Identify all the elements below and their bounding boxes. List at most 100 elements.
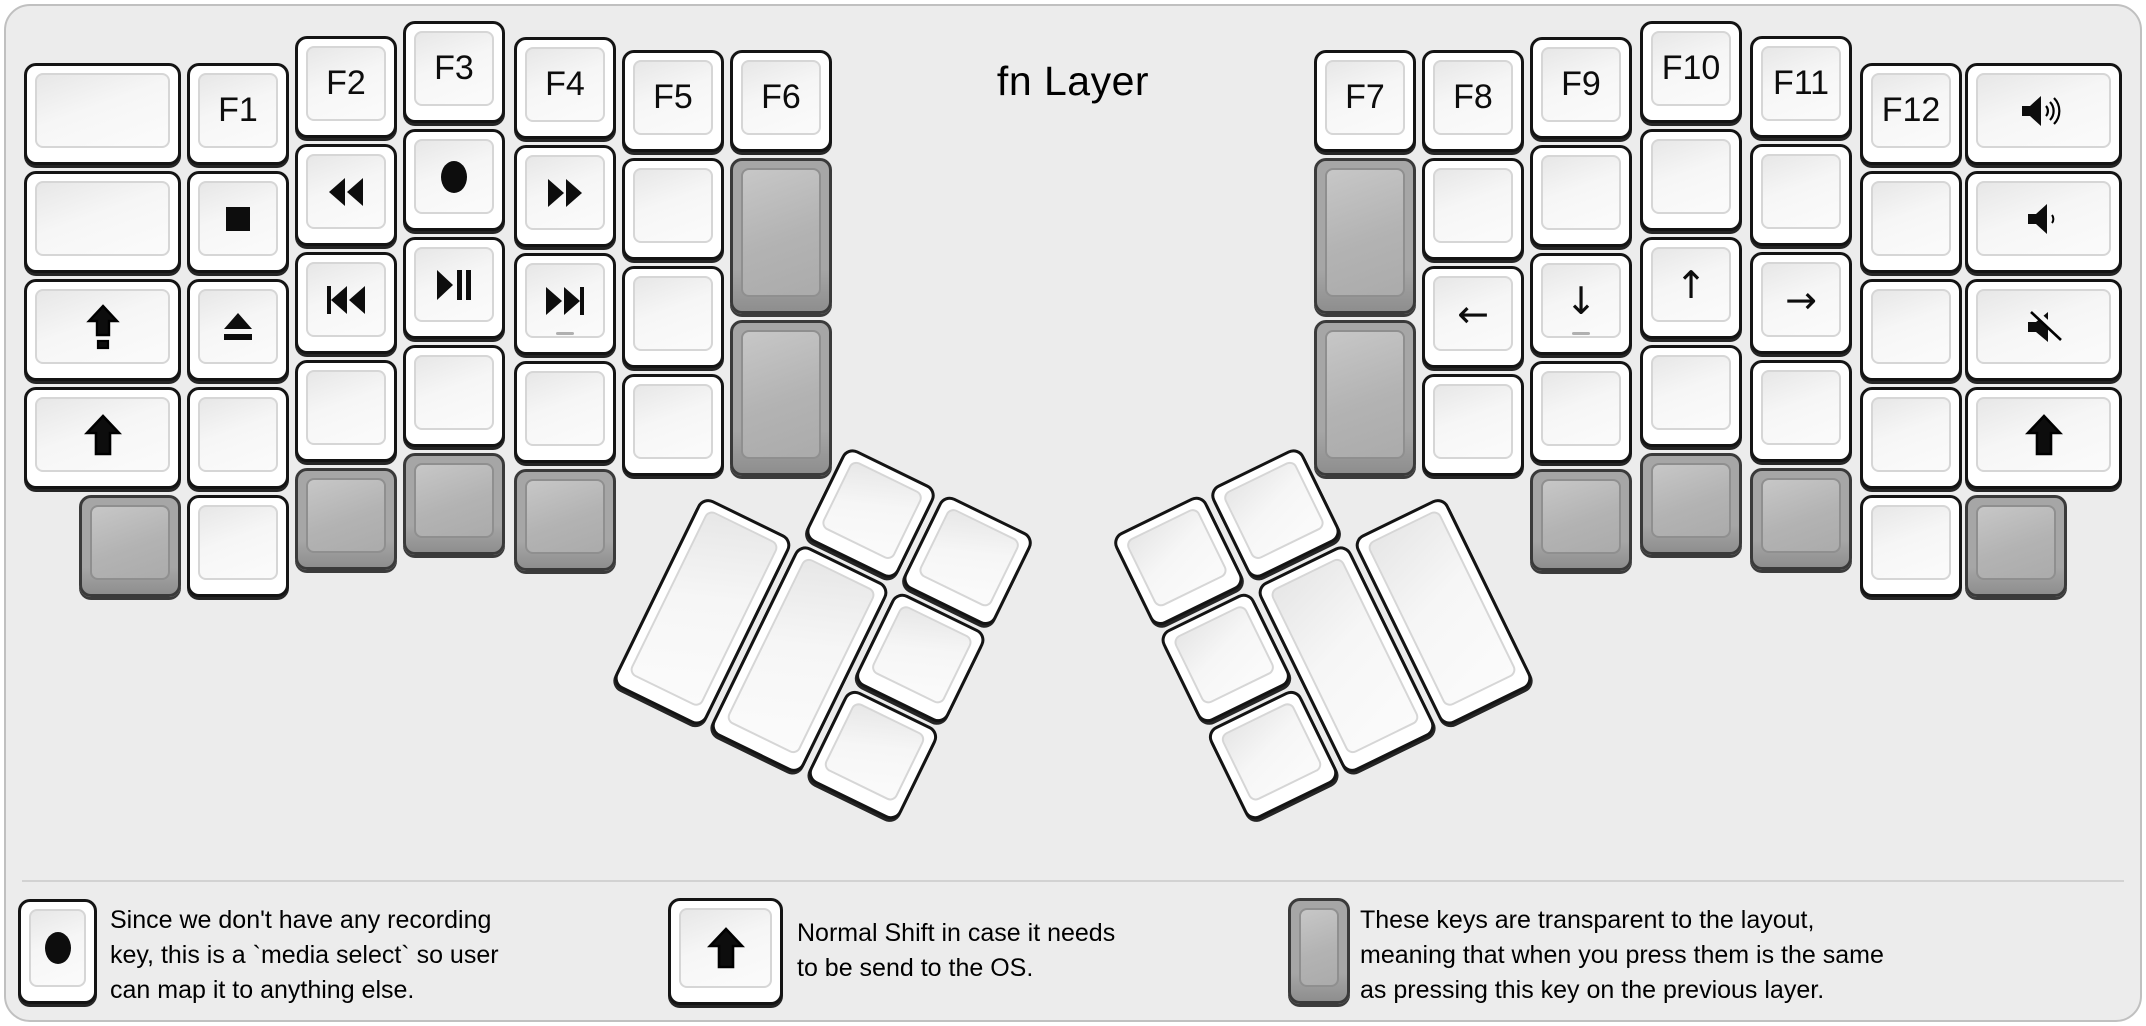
key-label: F4	[545, 65, 585, 103]
keytop	[1325, 168, 1405, 297]
record-icon	[438, 159, 470, 195]
keytop	[1651, 463, 1731, 538]
keytop	[1651, 355, 1731, 430]
legend-line: key, this is a `media select` so user	[110, 941, 499, 969]
key-f8: F8	[1422, 50, 1524, 152]
next-track-icon	[543, 286, 587, 316]
keytop: →	[1761, 262, 1841, 337]
keytop	[414, 355, 494, 430]
keytop	[1976, 181, 2111, 256]
keytop	[306, 478, 386, 553]
legend-shift-key	[668, 898, 783, 1005]
key-transparent	[79, 495, 181, 597]
keytop	[1976, 505, 2056, 580]
legend-transparent-key	[1288, 898, 1350, 1004]
key-shift	[24, 387, 181, 489]
keytop: ↑	[1651, 247, 1731, 322]
keytop	[35, 73, 170, 148]
keytop: F8	[1433, 60, 1513, 135]
key-rewind	[295, 144, 397, 246]
key-volume-up	[1965, 63, 2122, 165]
homing-dash	[556, 332, 574, 335]
legend-line: can map it to anything else.	[110, 976, 415, 1004]
keytop: F12	[1871, 73, 1951, 148]
key-f7: F7	[1314, 50, 1416, 152]
key-f6: F6	[730, 50, 832, 152]
keytop: F3	[414, 31, 494, 106]
key-blank	[622, 374, 724, 476]
play-pause-icon	[435, 269, 473, 301]
key-blank	[622, 266, 724, 368]
key-blank	[514, 361, 616, 463]
keytop	[90, 505, 170, 580]
keytop	[1871, 289, 1951, 364]
key-record	[403, 129, 505, 231]
up-arrow-icon: ↑	[1675, 262, 1707, 307]
key-blank	[1530, 145, 1632, 247]
key-transparent	[1314, 320, 1416, 476]
key-transparent	[730, 158, 832, 314]
keytop	[1433, 384, 1513, 459]
shift-icon	[2024, 413, 2063, 457]
keytop	[35, 181, 170, 256]
keytop	[1541, 371, 1621, 446]
key-transparent	[295, 468, 397, 570]
key-f12: F12	[1860, 63, 1962, 165]
legend-line: These keys are transparent to the layout…	[1360, 906, 1815, 934]
key-blank	[1640, 345, 1742, 447]
key-f3: F3	[403, 21, 505, 123]
keytop	[414, 463, 494, 538]
key-blank	[24, 171, 181, 273]
keytop	[35, 289, 170, 364]
key-label: F11	[1772, 64, 1830, 102]
key-transparent	[730, 320, 832, 476]
keytop	[198, 289, 278, 364]
key-blank	[1640, 129, 1742, 231]
key-blank	[1422, 374, 1524, 476]
keytop: ↓	[1541, 263, 1621, 338]
keytop	[1976, 289, 2111, 364]
fast-forward-icon	[545, 178, 585, 208]
keytop: F5	[633, 60, 713, 135]
key-transparent	[1750, 468, 1852, 570]
key-label: F1	[218, 91, 258, 129]
key-transparent	[1314, 158, 1416, 314]
key-label: F2	[326, 64, 366, 102]
key-f4: F4	[514, 37, 616, 139]
keytop	[35, 397, 170, 472]
layer-title: fn Layer	[996, 58, 1150, 104]
key-stop	[187, 171, 289, 273]
key-transparent	[1965, 495, 2067, 597]
keytop: F7	[1325, 60, 1405, 135]
keytop: F4	[525, 47, 605, 122]
key-transparent	[403, 453, 505, 555]
legend-divider	[22, 880, 2124, 882]
key-label: F5	[653, 78, 693, 116]
keytop	[1871, 181, 1951, 256]
left-arrow-icon: ←	[1457, 291, 1489, 336]
key-transparent	[514, 469, 616, 571]
legend-record-text: Since we don't have any recording key, t…	[110, 903, 499, 1008]
keytop	[1541, 155, 1621, 230]
keytop	[679, 908, 772, 988]
keytop	[633, 276, 713, 351]
shift-icon	[706, 926, 745, 970]
key-down-arrow: ↓	[1530, 253, 1632, 355]
key-label: F9	[1561, 65, 1601, 103]
key-blank	[1422, 158, 1524, 260]
down-arrow-icon: ↓	[1565, 278, 1597, 323]
keytop: F11	[1761, 46, 1841, 121]
key-blank	[403, 345, 505, 447]
key-caps-lock	[24, 279, 181, 381]
key-shift	[1965, 387, 2122, 489]
key-label: F8	[1453, 78, 1493, 116]
key-play-pause	[403, 237, 505, 339]
key-blank	[1860, 279, 1962, 381]
keytop	[1976, 397, 2111, 472]
keytop	[1325, 330, 1405, 459]
key-label: F12	[1881, 91, 1941, 129]
volume-up-icon	[2020, 93, 2068, 129]
key-left-arrow: ←	[1422, 266, 1524, 368]
